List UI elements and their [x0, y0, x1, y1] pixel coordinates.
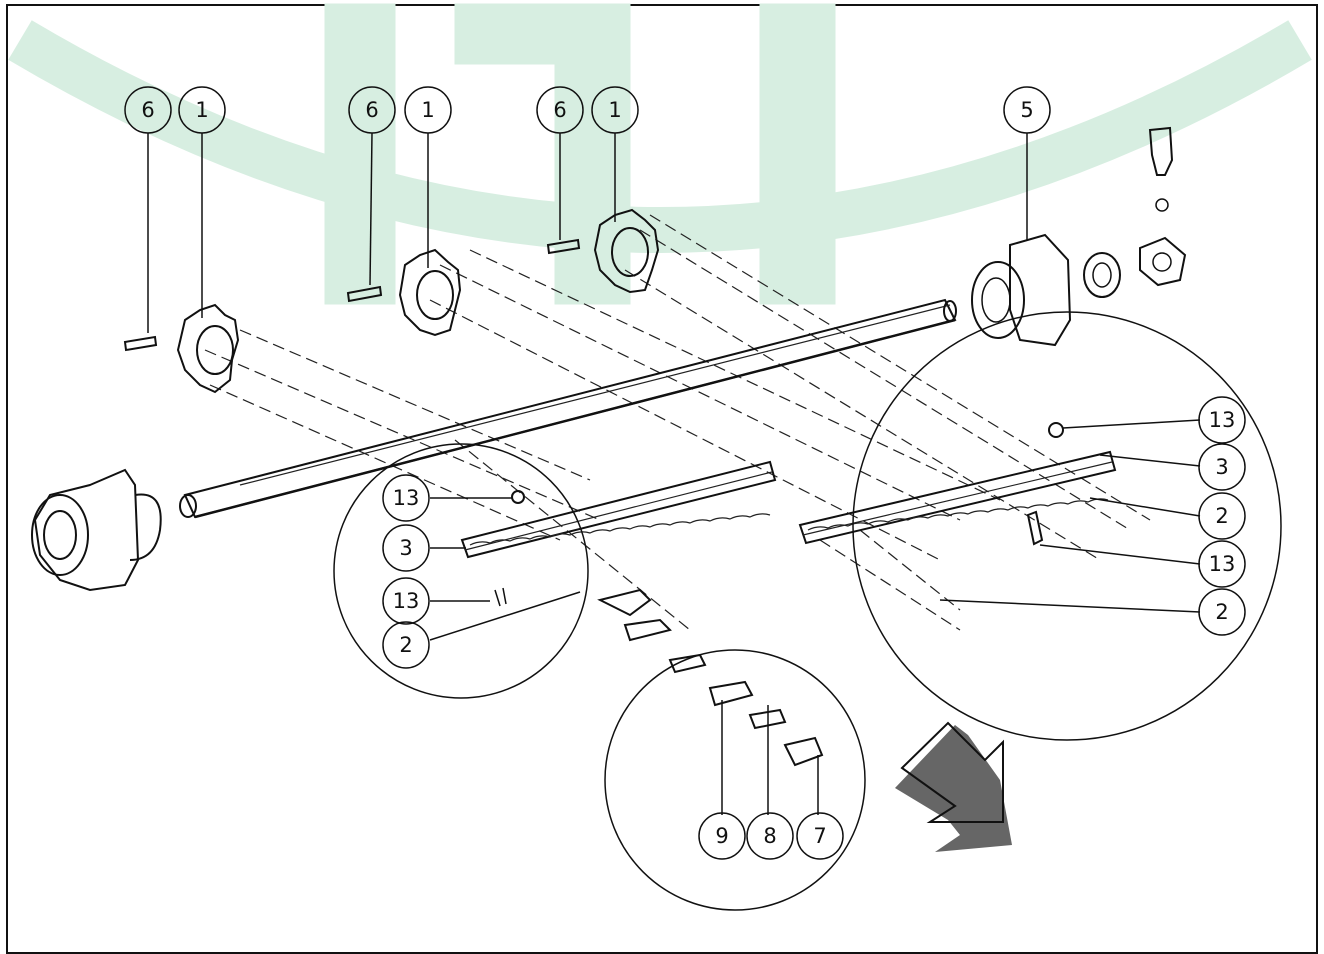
callout-3: 3: [382, 524, 430, 572]
callout-label: 6: [365, 98, 378, 122]
callout-label: 6: [141, 98, 154, 122]
callout-label: 2: [399, 633, 412, 657]
right-flange-hub: [971, 126, 1187, 347]
callout-bubbles: 6 1 6 1 6 1 5 13 3 13 2 13 3 2 13 2 9 8 …: [124, 86, 1246, 860]
callout-2: 2: [382, 621, 430, 669]
callout-6: 6: [536, 86, 584, 134]
callout-label: 3: [1215, 455, 1228, 479]
fasteners: [494, 422, 1064, 607]
sprocket-left: [176, 303, 240, 394]
sprocket-right: [593, 208, 660, 294]
callout-2: 2: [1198, 588, 1246, 636]
left-flange-hub: [31, 468, 162, 592]
callout-label: 7: [813, 824, 826, 848]
slat-right: [798, 450, 1117, 545]
callout-label: 13: [1209, 408, 1236, 432]
callout-label: 13: [393, 486, 420, 510]
callout-label: 8: [763, 824, 776, 848]
callout-label: 3: [399, 536, 412, 560]
next-arrow-icon[interactable]: [895, 721, 1012, 852]
callout-label: 13: [393, 589, 420, 613]
chain-links: [597, 588, 824, 767]
leader-lines: [147, 132, 1201, 815]
callout-label: 2: [1215, 600, 1228, 624]
callout-6: 6: [348, 86, 396, 134]
callout-6: 6: [124, 86, 172, 134]
callout-13: 13: [382, 577, 430, 625]
callout-1: 1: [591, 86, 639, 134]
callout-7: 7: [796, 812, 844, 860]
watermark-logo: [8, 3, 1312, 305]
key-pins: [123, 238, 581, 352]
callout-13: 13: [1198, 396, 1246, 444]
callout-label: 9: [715, 824, 728, 848]
callout-label: 1: [195, 98, 208, 122]
callout-label: 13: [1209, 552, 1236, 576]
detail-circles: [333, 311, 1282, 911]
callout-13: 13: [1198, 540, 1246, 588]
sprocket-middle: [398, 248, 462, 337]
chain-path-lines: [204, 214, 1151, 631]
callout-8: 8: [746, 812, 794, 860]
callout-9: 9: [698, 812, 746, 860]
callout-label: 1: [421, 98, 434, 122]
callout-2: 2: [1198, 492, 1246, 540]
callout-1: 1: [178, 86, 226, 134]
callout-label: 1: [608, 98, 621, 122]
slat-left: [460, 460, 777, 559]
callout-label: 5: [1020, 98, 1033, 122]
callout-label: 6: [553, 98, 566, 122]
callout-1: 1: [404, 86, 452, 134]
callout-5: 5: [1003, 86, 1051, 134]
callout-label: 2: [1215, 504, 1228, 528]
callout-13: 13: [382, 474, 430, 522]
main-shaft: [179, 298, 957, 519]
callout-3: 3: [1198, 443, 1246, 491]
